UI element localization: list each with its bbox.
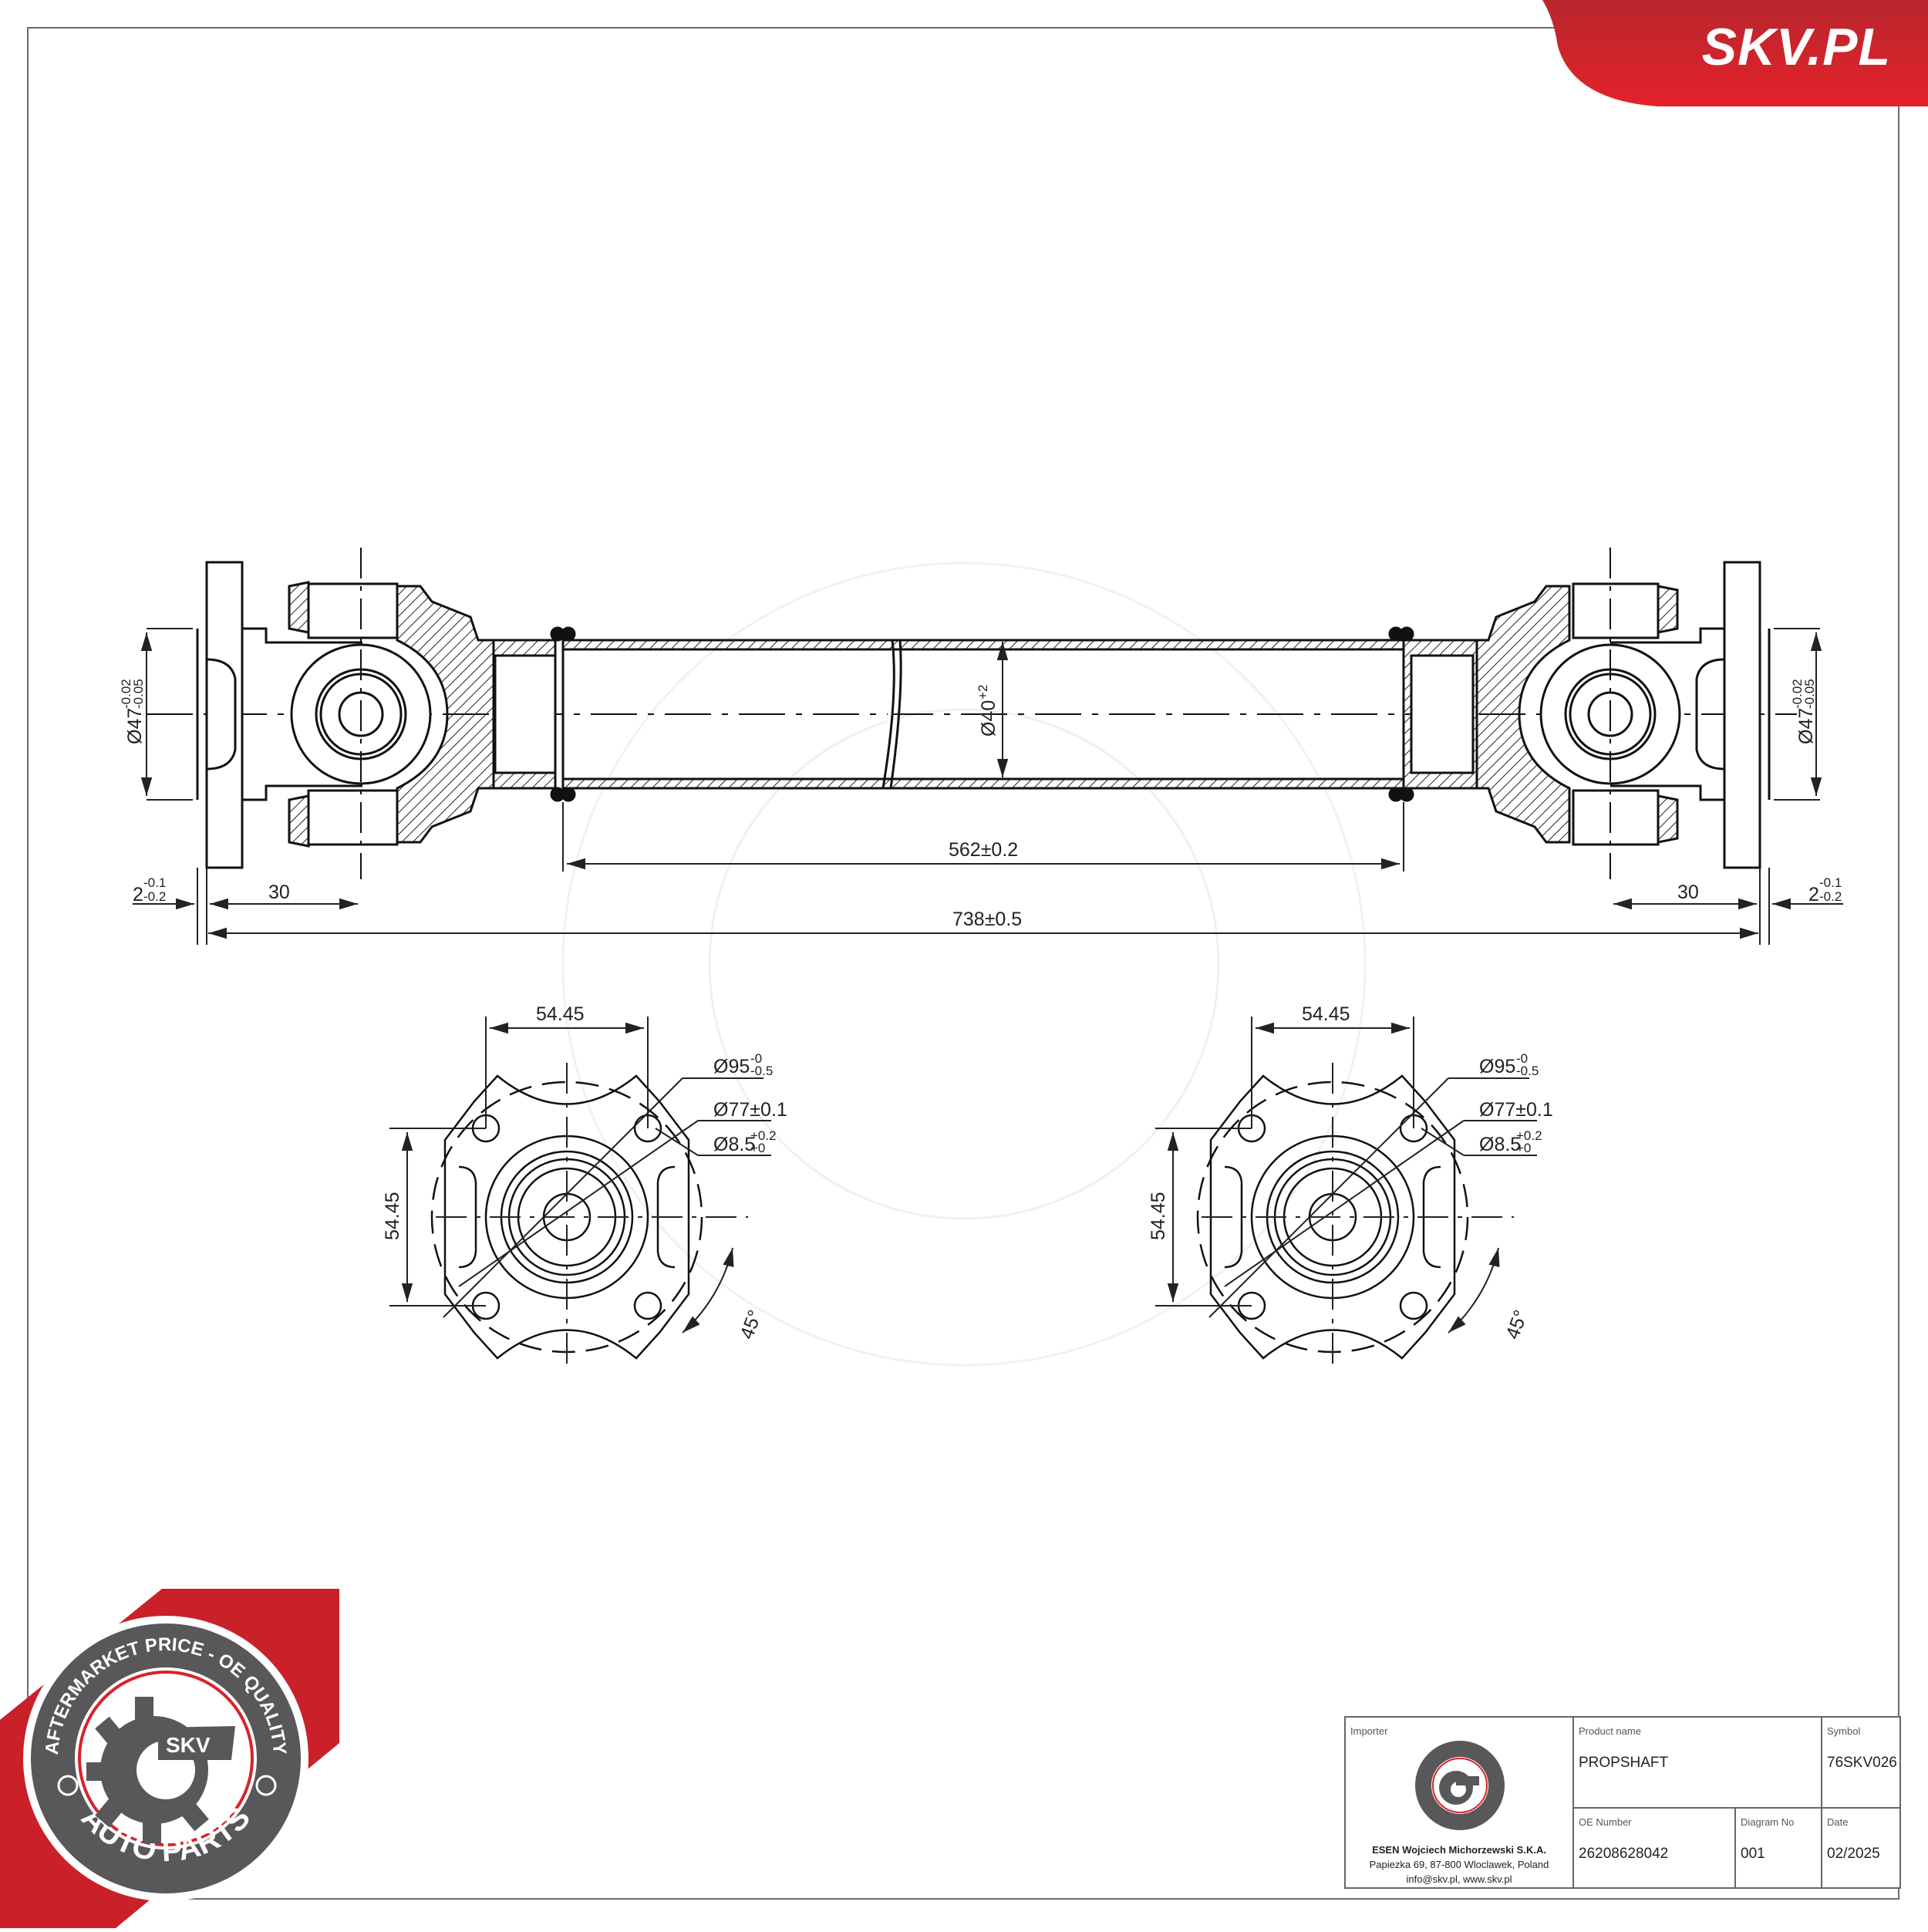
watermark-gear-icon (561, 561, 1367, 1367)
importer-logo-icon (1415, 1741, 1505, 1830)
quality-badge: AFTERMARKET PRICE - OE QUALITY AUTO PART… (0, 1589, 339, 1928)
importer-label: Importer (1350, 1725, 1388, 1737)
brand-logo-text: SKV.PL (1701, 18, 1891, 76)
svg-text:-0.2: -0.2 (143, 889, 166, 904)
bolt-spacing-v-label: 54.45 (382, 1192, 403, 1240)
date-cell: Date 02/2025 (1821, 1809, 1899, 1887)
brand-banner-shape (1542, 0, 1928, 106)
diagram-no-value: 001 (1741, 1846, 1765, 1862)
svg-text:-0.2: -0.2 (1819, 889, 1842, 904)
tube-length-label: 562±0.2 (949, 839, 1018, 861)
svg-text:-0.1: -0.1 (1819, 875, 1842, 890)
importer-cell: Importer ESEN Wojciech Michorzewski S.K.… (1346, 1718, 1572, 1887)
pcd-label: Ø77±0.1 (713, 1099, 787, 1121)
date-value: 02/2025 (1827, 1846, 1880, 1862)
svg-text:-0.5: -0.5 (750, 1064, 773, 1078)
oe-number-value: 26208628042 (1579, 1846, 1669, 1862)
joint-offset-right-label: 30 (1677, 882, 1699, 903)
svg-text:-0.02: -0.02 (1790, 679, 1805, 709)
badge-center-text: SKV (166, 1733, 211, 1757)
bolt-spacing-v-label: 54.45 (1148, 1192, 1169, 1240)
overall-length-label: 738±0.5 (952, 909, 1022, 930)
hole-diameter-label: Ø8.5 (1479, 1134, 1521, 1155)
svg-text:-0.1: -0.1 (143, 875, 166, 890)
product-name-cell: Product name PROPSHAFT (1572, 1718, 1821, 1809)
svg-text:-0.02: -0.02 (119, 679, 133, 709)
pcd-label: Ø77±0.1 (1479, 1099, 1553, 1121)
outer-diameter-label: Ø95 (1479, 1056, 1515, 1077)
svg-text:+2: +2 (976, 685, 990, 700)
bolt-spacing-h-label: 54.45 (536, 1003, 585, 1025)
importer-address-block: ESEN Wojciech Michorzewski S.K.A. Papiez… (1346, 1843, 1572, 1886)
side-view (147, 548, 1797, 879)
symbol-value: 76SKV026 (1827, 1755, 1897, 1771)
svg-text:-0.05: -0.05 (1802, 679, 1817, 709)
side-dim-labels: 562±0.2 738±0.5 30 30 Ø40 +2 Ø47 -0.02 -… (119, 679, 1842, 930)
outer-diameter-label: Ø95 (713, 1056, 750, 1077)
importer-contact: info@skv.pl, www.skv.pl (1406, 1873, 1512, 1885)
bolt-spacing-h-label: 54.45 (1302, 1003, 1350, 1025)
spigot-right-label: 2 (1808, 884, 1819, 905)
svg-text:-0.05: -0.05 (131, 679, 146, 709)
svg-text:-0.5: -0.5 (1516, 1064, 1539, 1078)
side-dimensions (133, 628, 1843, 945)
symbol-cell: Symbol 76SKV026 (1821, 1718, 1899, 1809)
drawing-frame (27, 27, 1899, 1900)
joint-offset-left-label: 30 (268, 882, 290, 903)
pilot-right-label: Ø47 (1795, 708, 1817, 744)
flange-view-right: 54.45 54.45 Ø95 -0 -0.5 Ø77±0.1 Ø8.5 +0.… (1148, 1003, 1553, 1371)
pilot-left-label: Ø47 (124, 708, 146, 744)
svg-text:-0: -0 (750, 1051, 762, 1066)
skv-badge-icon: AFTERMARKET PRICE - OE QUALITY AUTO PART… (0, 1589, 339, 1928)
spigot-left-label: 2 (133, 884, 143, 905)
svg-text:+0.2: +0.2 (750, 1128, 777, 1143)
diagram-no-cell: Diagram No 001 (1734, 1809, 1821, 1887)
importer-name: ESEN Wojciech Michorzewski S.K.A. (1372, 1844, 1546, 1856)
angle-label: 45° (1502, 1307, 1532, 1342)
svg-text:+0.2: +0.2 (1516, 1128, 1542, 1143)
svg-text:-0: -0 (1516, 1051, 1528, 1066)
tube-diameter-label: Ø40 (978, 700, 999, 737)
svg-text:+0: +0 (1516, 1141, 1531, 1155)
angle-label: 45° (736, 1307, 766, 1342)
importer-address: Papiezka 69, 87-800 Wloclawek, Poland (1369, 1859, 1549, 1870)
product-name-value: PROPSHAFT (1579, 1755, 1669, 1771)
hole-diameter-label: Ø8.5 (713, 1134, 755, 1155)
flange-view-left: 54.45 54.45 Ø95 -0 -0.5 Ø77±0.1 Ø8.5 +0.… (382, 1003, 787, 1371)
svg-text:+0: +0 (750, 1141, 765, 1155)
title-block: Importer ESEN Wojciech Michorzewski S.K.… (1344, 1716, 1901, 1889)
oe-number-cell: OE Number 26208628042 (1572, 1809, 1734, 1887)
brand-corner: SKV.PL (1542, 0, 1928, 106)
